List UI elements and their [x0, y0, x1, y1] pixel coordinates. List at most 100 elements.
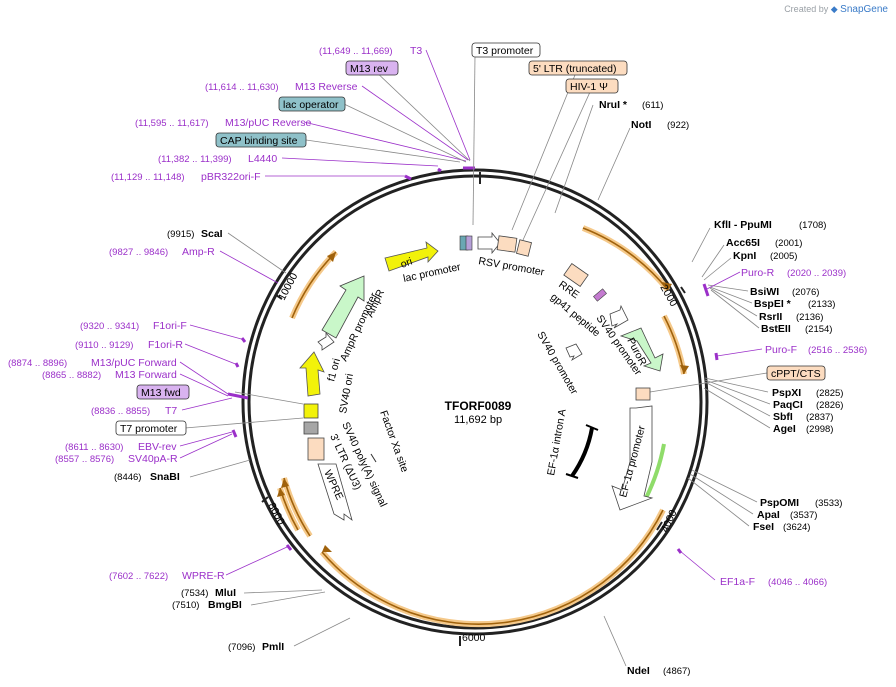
- primer-sv40pa-r: SV40pA-R: [128, 453, 178, 465]
- label-factor-xa: Factor Xa site: [377, 409, 410, 474]
- wpre-arrow: [317, 463, 353, 522]
- arrowhead-2: [680, 365, 689, 374]
- box-cppt: cPPT/CTS: [771, 368, 821, 380]
- arrowhead-3: [322, 545, 332, 552]
- primer-ef1a-f-pos: (4046 .. 4066): [768, 577, 827, 588]
- ltr5-box: [496, 235, 518, 253]
- primer-t3-pos: (11,649 .. 11,669): [319, 46, 393, 57]
- cppt-box: [635, 387, 651, 401]
- enz-pspxi-pos: (2825): [816, 388, 843, 399]
- enz-noti-pos: (922): [667, 120, 689, 131]
- f1-ori-arrow: [299, 351, 325, 397]
- primer-f1ori-r-pos: (9110 .. 9129): [75, 340, 133, 351]
- cap-site-box: [465, 235, 473, 251]
- enz-bsiwi-pos: (2076): [792, 287, 819, 298]
- sv40-promoter-arrow-2: [565, 343, 583, 362]
- backbone-outer: [241, 168, 709, 636]
- primer-pbr322-pos: (11,129 .. 11,148): [111, 172, 185, 183]
- orf-arc-3: [319, 508, 666, 628]
- enz-agei-pos: (2998): [806, 424, 833, 435]
- label-sv40-ori: SV40 ori: [337, 373, 356, 415]
- rre-box: [563, 262, 589, 288]
- enz-apai-pos: (3537): [790, 510, 817, 521]
- ampr-promoter-arrow: [317, 331, 335, 351]
- enz-paqci: PaqCI: [773, 399, 803, 411]
- enz-ndei-pos: (4867): [663, 666, 690, 677]
- enz-pspxi: PspXI: [772, 387, 801, 399]
- primer-wpre-r-pos: (7602 .. 7622): [109, 571, 168, 582]
- primer-t7: T7: [165, 405, 177, 417]
- snapgene-credit: Created by ◆ SnapGene: [784, 4, 888, 15]
- label-rsv-promoter: RSV promoter: [477, 255, 545, 278]
- primer-wpre-r: WPRE-R: [182, 570, 225, 582]
- enz-agei: AgeI: [773, 423, 796, 435]
- enz-scai-pos: (9915): [167, 229, 194, 240]
- primer-ef1a-f: EF1a-F: [720, 576, 755, 588]
- box-cap: CAP binding site: [220, 135, 298, 147]
- primer-m13puc-forward: M13/pUC Forward: [91, 357, 177, 369]
- label-f1-ori: f1 ori: [325, 357, 343, 383]
- enz-noti: NotI: [631, 119, 651, 131]
- orf-arrowheads: [277, 252, 689, 552]
- puror-arrow: [619, 327, 664, 372]
- enz-ndei: NdeI: [627, 665, 650, 677]
- enz-kpni: KpnI: [733, 250, 756, 262]
- primer-puro-r: Puro-R: [741, 267, 775, 279]
- enz-sbfi-pos: (2837): [806, 412, 833, 423]
- orf-arc-1: [581, 225, 671, 292]
- primer-m13puc-reverse-pos: (11,595 .. 11,617): [135, 118, 209, 129]
- primer-m13-reverse: M13 Reverse: [295, 81, 358, 93]
- primer-puro-f: Puro-F: [765, 344, 797, 356]
- enz-apai: ApaI: [757, 509, 780, 521]
- primer-f1ori-f: F1ori-F: [153, 320, 187, 332]
- primer-ebv-rev: EBV-rev: [138, 441, 177, 453]
- primer-f1ori-f-pos: (9320 .. 9341): [80, 321, 139, 332]
- primer-t3: T3: [410, 45, 422, 57]
- primer-ampr-pos: (9827 .. 9846): [109, 247, 168, 258]
- enz-bsiwi: BsiWI: [750, 286, 779, 298]
- sv40-promoter-arrow-1: [609, 304, 629, 329]
- enz-fsei: FseI: [753, 521, 774, 533]
- primer-puro-f-pos: (2516 .. 2536): [808, 345, 867, 356]
- arrowhead-1: [662, 282, 672, 290]
- enz-rsrii: RsrII: [759, 311, 782, 323]
- arrowhead-5: [277, 488, 285, 497]
- enz-bspei-pos: (2133): [808, 299, 835, 310]
- credit-prefix: Created by: [784, 4, 829, 14]
- ltr3-box: [307, 437, 325, 461]
- primer-t7-pos: (8836 .. 8855): [91, 406, 150, 417]
- arrowhead-4: [281, 478, 289, 488]
- enz-pspomi: PspOMI: [760, 497, 799, 509]
- ef1a-intron-arc: [570, 427, 594, 478]
- box-t7-promoter: T7 promoter: [120, 423, 178, 435]
- enz-bmgbi-pos: (7510): [172, 600, 199, 611]
- enz-kfli: KflI - PpuMI: [714, 219, 772, 231]
- ampr-arrow: [321, 275, 365, 339]
- box-ltr5: 5' LTR (truncated): [533, 63, 617, 75]
- primer-f1ori-r: F1ori-R: [148, 339, 183, 351]
- primer-sv40pa-r-pos: (8557 .. 8576): [55, 454, 114, 465]
- enz-bsteii-pos: (2154): [805, 324, 832, 335]
- tick-label-6000: 6000: [462, 632, 486, 644]
- primer-l4440-pos: (11,382 .. 11,399): [158, 154, 232, 165]
- enz-acc65i: Acc65I: [726, 237, 760, 249]
- enz-paqci-pos: (2826): [816, 400, 843, 411]
- primer-labels: (11,649 .. 11,669) T3 (11,614 .. 11,630)…: [8, 45, 867, 588]
- plasmid-name: TFORF0089: [445, 399, 512, 413]
- rsv-promoter-arrow: [477, 231, 501, 255]
- enz-nrui: NruI *: [599, 99, 628, 111]
- enzyme-labels: NruI * (611) NotI (922) KflI - PpuMI (17…: [114, 99, 843, 677]
- sv40-ori-box: [303, 403, 319, 419]
- sv40-polya-box: [303, 421, 319, 435]
- enz-mlui-pos: (7534): [181, 588, 208, 599]
- enz-pmli: PmlI: [262, 641, 284, 653]
- snapgene-logo-icon: ◆: [830, 4, 838, 14]
- enz-kpni-pos: (2005): [770, 251, 797, 262]
- primer-ring-marks: [227, 166, 719, 554]
- inner-features: [299, 231, 664, 522]
- factor-xa-mark: [370, 453, 377, 463]
- credit-brand: SnapGene: [840, 4, 888, 15]
- enz-kfli-pos: (1708): [799, 220, 826, 231]
